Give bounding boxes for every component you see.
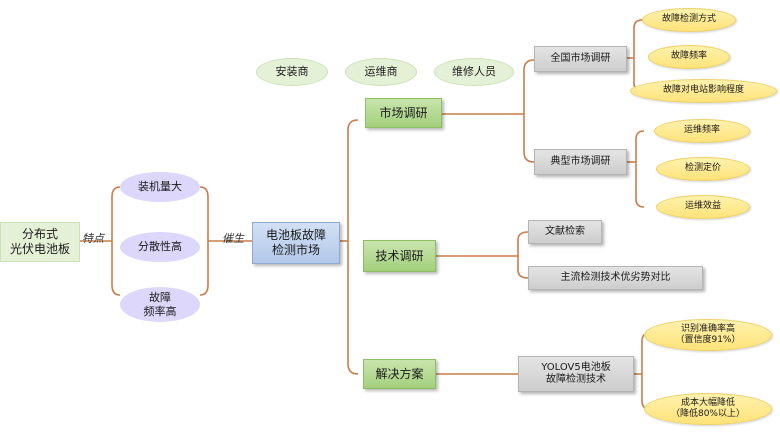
item-maintenance-benefit: 运维效益	[656, 195, 750, 219]
item-detection-method: 故障检测方式	[642, 8, 736, 32]
technology-comparison: 主流检测技术优劣势对比	[528, 266, 703, 290]
branch-solution: 解决方案	[363, 359, 436, 389]
national-market-research: 全国市场调研	[534, 46, 627, 72]
benefit-high-accuracy: 识别准确率高 （置信度91%）	[644, 319, 772, 351]
literature-search: 文献检索	[528, 220, 602, 244]
stakeholder-repair: 维修人员	[434, 58, 514, 86]
bracket-solution	[641, 332, 651, 410]
bracket-branches	[347, 119, 359, 375]
item-fault-frequency: 故障频率	[648, 45, 730, 69]
branch-market-research: 市场调研	[365, 98, 442, 128]
bracket-tech	[517, 231, 529, 279]
feature-fault-frequency: 故障 频率高	[120, 287, 200, 322]
root-node: 分布式 光伏电池板	[0, 222, 80, 262]
branch-tech-research: 技术调研	[363, 240, 436, 272]
bracket-national	[633, 19, 643, 92]
feature-capacity: 装机量大	[120, 172, 200, 202]
bracket-market	[523, 59, 535, 163]
yolov5-detection-method: YOLOV5电池板 故障检测技术	[518, 356, 634, 392]
stakeholder-operator: 运维商	[345, 58, 417, 86]
typical-market-research: 典型市场调研	[534, 149, 627, 175]
bracket-features	[111, 186, 121, 296]
stakeholder-installer: 安装商	[256, 58, 328, 86]
benefit-cost-reduction: 成本大幅降低 （降低80%以上）	[644, 393, 772, 425]
item-maintenance-frequency: 运维频率	[654, 119, 750, 143]
bracket-feature-right	[199, 186, 209, 296]
edge-label-features: 特点	[82, 232, 104, 245]
feature-dispersion: 分散性高	[120, 232, 200, 262]
bracket-typical	[635, 130, 645, 208]
item-detection-pricing: 检测定价	[656, 157, 750, 181]
center-node: 电池板故障 检测市场	[252, 222, 340, 264]
item-station-impact: 故障对电站影响程度	[630, 79, 777, 103]
edge-label-produces: 催生	[222, 232, 244, 245]
